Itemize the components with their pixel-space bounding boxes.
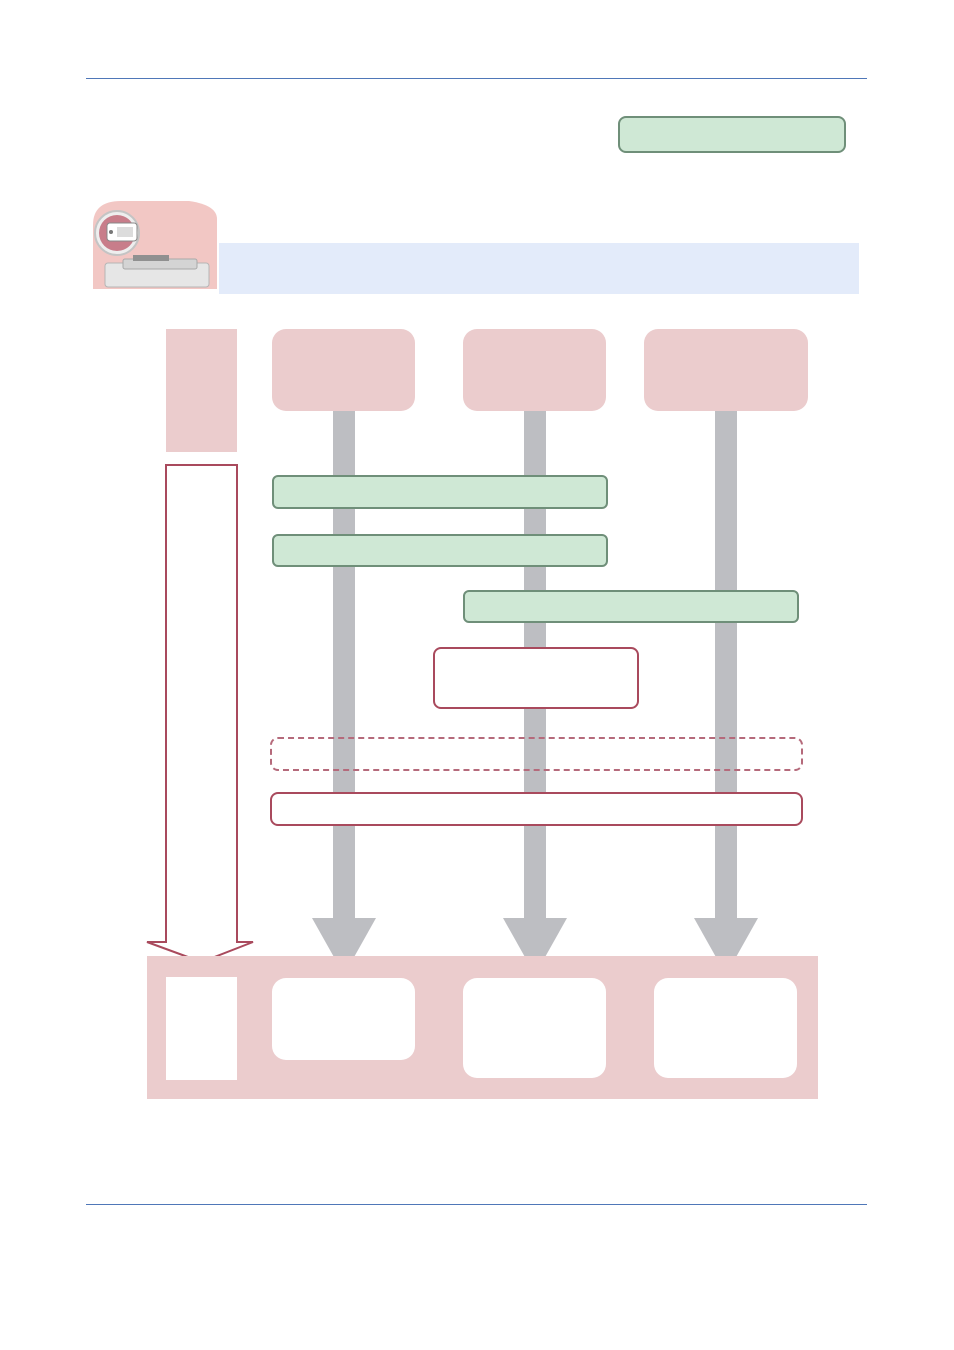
- bottom-rule: [86, 1204, 867, 1205]
- step-2: [272, 534, 608, 567]
- lane-2-arrowhead: [503, 918, 567, 975]
- column-header-1: [272, 329, 415, 411]
- section-icon-frame: [93, 201, 217, 289]
- lane-3-arrowhead: [694, 918, 758, 975]
- left-header-block: [166, 329, 237, 452]
- step-6: [270, 792, 803, 826]
- column-header-3: [644, 329, 808, 411]
- fax-machine-icon: [93, 201, 217, 289]
- step-3: [463, 590, 799, 623]
- step-5-optional: [270, 737, 803, 771]
- top-rule: [86, 78, 867, 79]
- header-badge: [618, 116, 846, 153]
- step-1: [272, 475, 608, 509]
- results-left-block: [166, 977, 237, 1080]
- column-header-2: [463, 329, 606, 411]
- result-card-3: [654, 978, 797, 1078]
- step-4: [433, 647, 639, 709]
- lane-arrowheads: [146, 464, 758, 975]
- section-header-band: [219, 243, 859, 294]
- result-card-2: [463, 978, 606, 1078]
- process-flow-arrow: [146, 464, 254, 964]
- lane-1-arrowhead: [312, 918, 376, 975]
- result-card-1: [272, 978, 415, 1060]
